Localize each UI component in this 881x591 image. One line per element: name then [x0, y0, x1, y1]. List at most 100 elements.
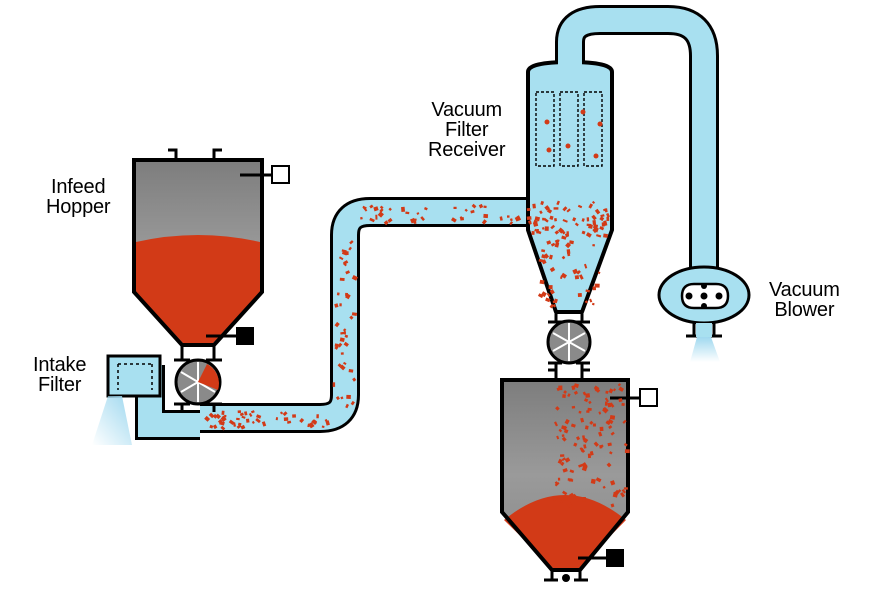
material-particle: [612, 493, 618, 498]
material-particle: [587, 453, 592, 459]
material-particle: [599, 426, 604, 432]
rotary-valve-icon: [546, 312, 592, 378]
material-particle: [591, 214, 597, 221]
material-particle: [541, 259, 547, 265]
material-particle: [283, 417, 289, 422]
material-particle: [537, 293, 544, 299]
material-particle: [621, 489, 626, 494]
material-particle: [332, 382, 336, 387]
material-particle: [236, 424, 242, 429]
material-particle: [598, 411, 602, 415]
material-particle: [499, 216, 503, 221]
material-particle: [559, 275, 563, 280]
material-particle: [240, 424, 246, 430]
material-particle: [621, 402, 625, 407]
material-particle: [299, 417, 305, 424]
material-particle: [343, 331, 346, 335]
material-particle: [567, 393, 571, 398]
material-particle: [603, 233, 608, 238]
material-particle: [401, 206, 406, 212]
infeed-hopper: [132, 148, 290, 347]
material-particle: [574, 222, 579, 227]
material-particle: [582, 497, 586, 502]
material-particle: [379, 205, 384, 210]
infeed-material: [136, 235, 260, 343]
material-particle: [237, 422, 242, 426]
material-particle: [578, 463, 583, 468]
material-particle: [583, 263, 588, 269]
material-particle: [552, 495, 558, 502]
material-particle: [541, 249, 546, 253]
material-particle: [604, 401, 608, 406]
material-particle: [570, 423, 576, 428]
material-particle: [321, 425, 325, 429]
material-particle: [220, 415, 226, 421]
material-particle: [337, 363, 342, 368]
material-particle: [579, 274, 584, 280]
conveying-line: [200, 197, 540, 433]
material-particle: [549, 266, 556, 273]
material-particle: [348, 246, 352, 251]
material-particle: [307, 423, 311, 428]
material-particle: [344, 334, 349, 339]
material-particle: [369, 204, 374, 209]
vacuum-filter-receiver-label: Vacuum Filter Receiver: [428, 99, 506, 161]
material-particle: [584, 300, 589, 304]
material-particle: [507, 215, 510, 218]
material-particle: [420, 216, 425, 222]
material-particle: [279, 411, 284, 415]
material-particle: [595, 477, 602, 483]
material-particle: [241, 415, 246, 419]
material-particle: [618, 386, 625, 392]
material-particle: [481, 219, 487, 225]
material-particle: [345, 270, 350, 275]
material-particle: [609, 415, 616, 420]
material-particle: [608, 388, 614, 394]
material-particle: [534, 228, 539, 233]
material-particle: [483, 213, 489, 219]
material-particle: [557, 477, 561, 481]
material-particles: [204, 200, 630, 508]
material-particle: [261, 421, 267, 427]
material-particle: [605, 390, 609, 394]
material-particle: [416, 212, 420, 215]
material-particle: [592, 219, 597, 225]
material-particle: [589, 420, 594, 425]
material-particle: [603, 220, 608, 227]
material-particle: [610, 431, 615, 436]
material-particle: [340, 396, 344, 400]
material-particle: [546, 208, 553, 214]
material-particle: [360, 216, 363, 220]
material-particle: [337, 342, 343, 348]
material-particle: [236, 417, 240, 421]
material-particle: [581, 218, 585, 222]
material-particle: [344, 251, 349, 255]
material-particle: [212, 424, 218, 430]
material-particle: [343, 341, 349, 347]
material-particle: [591, 302, 595, 306]
material-particle: [526, 207, 531, 212]
material-particle: [550, 224, 556, 230]
material-particle: [566, 249, 571, 255]
material-particle: [608, 425, 613, 430]
material-particle: [606, 462, 612, 468]
material-particle: [548, 285, 553, 290]
material-particle: [620, 492, 626, 498]
receiving-hopper: [500, 368, 658, 582]
material-particle: [546, 292, 551, 297]
material-particle: [533, 222, 539, 227]
material-particle: [574, 275, 580, 280]
material-particle: [537, 230, 542, 235]
material-particle: [209, 424, 214, 429]
vacuum-blower-label: Vacuum Blower: [769, 279, 840, 321]
material-particle: [562, 468, 568, 473]
material-particle: [239, 412, 244, 417]
material-particle: [556, 200, 561, 206]
material-particle: [509, 221, 514, 226]
material-particle: [543, 253, 550, 259]
material-particle: [559, 499, 563, 504]
material-particle: [464, 208, 468, 212]
material-particle: [576, 270, 581, 275]
material-particle: [286, 420, 292, 424]
material-particle: [562, 425, 568, 431]
